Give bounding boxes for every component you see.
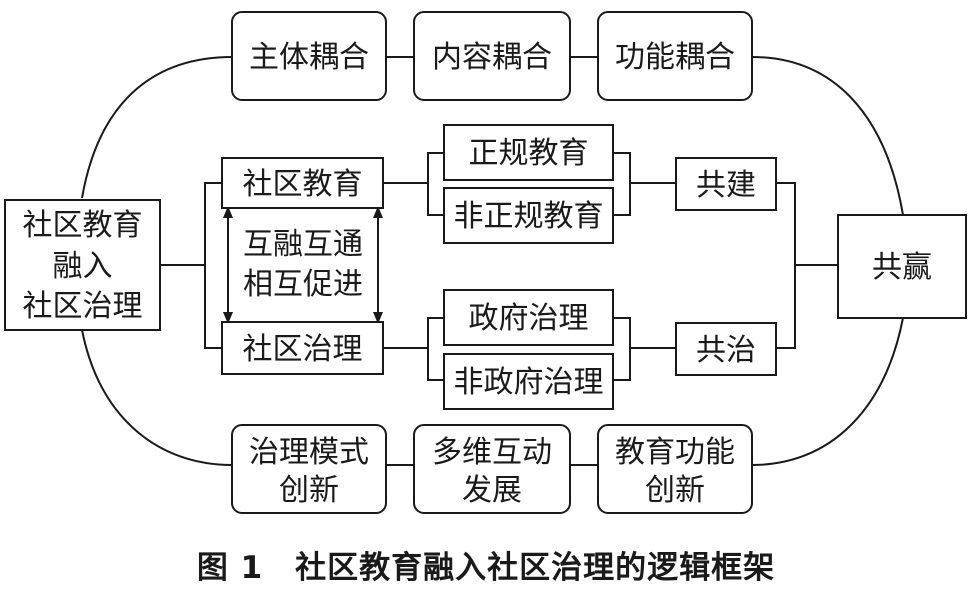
top-box-content-coupling xyxy=(413,11,571,101)
left-box-line3: 社区治理 xyxy=(23,289,143,324)
co-build-label: 共建 xyxy=(696,168,756,203)
formal-edu-box xyxy=(443,124,614,181)
left-bracket xyxy=(204,182,222,349)
mutual-text-line1: 互融互通 xyxy=(243,227,363,262)
top-box-2-label: 内容耦合 xyxy=(432,40,552,75)
co-govern-label: 共治 xyxy=(696,333,756,368)
edu-merge-bracket xyxy=(613,152,631,216)
co-build-box xyxy=(675,157,777,211)
bottom-box-1-line2: 创新 xyxy=(279,473,339,508)
bottom-box-1-line1: 治理模式 xyxy=(249,435,369,470)
bottom-box-2-line1: 多维互动 xyxy=(432,435,552,470)
win-win-label: 共赢 xyxy=(872,250,932,285)
figure-caption: 图 1 社区教育融入社区治理的逻辑框架 xyxy=(196,550,776,586)
left-box xyxy=(4,199,161,331)
bottom-box-multidimensional-interaction xyxy=(413,424,571,514)
nonformal-edu-box xyxy=(443,187,614,244)
edu-box xyxy=(221,157,384,209)
gov-box xyxy=(221,321,384,375)
top-box-subject-coupling xyxy=(231,11,387,101)
edu-box-label: 社区教育 xyxy=(243,167,363,202)
win-win-box xyxy=(837,214,967,319)
left-box-line2: 融入 xyxy=(53,249,113,284)
gov-split-bracket xyxy=(427,317,444,381)
gov-governance-box xyxy=(443,289,614,346)
top-box-1-label: 主体耦合 xyxy=(249,40,369,75)
co-govern-box xyxy=(675,322,777,376)
outer-loop-bottom xyxy=(81,329,233,466)
bottom-box-3-line2: 创新 xyxy=(645,473,705,508)
nonformal-edu-label: 非正规教育 xyxy=(454,199,604,234)
logic-framework-diagram: 社区教育 融入 社区治理 主体耦合 内容耦合 功能耦合 社区教育 社区治理 互融… xyxy=(4,11,967,514)
nongov-governance-box xyxy=(443,353,614,410)
nongov-governance-label: 非政府治理 xyxy=(454,365,604,400)
outer-loop-bottom-right xyxy=(751,317,904,466)
outer-loop-top-right xyxy=(751,56,904,216)
edu-split-bracket xyxy=(427,152,444,216)
top-box-function-coupling xyxy=(597,11,753,101)
formal-edu-label: 正规教育 xyxy=(469,136,589,171)
gov-merge-bracket xyxy=(613,317,631,381)
gov-governance-label: 政府治理 xyxy=(469,301,589,336)
bottom-box-3-line1: 教育功能 xyxy=(615,435,735,470)
top-box-3-label: 功能耦合 xyxy=(615,40,735,75)
outer-loop-top xyxy=(81,56,233,199)
bottom-box-governance-innovation xyxy=(231,424,387,514)
bottom-box-education-innovation xyxy=(597,424,753,514)
gov-box-label: 社区治理 xyxy=(243,332,363,367)
mutual-text-line2: 相互促进 xyxy=(243,267,363,302)
bottom-box-2-line2: 发展 xyxy=(462,473,522,508)
left-box-line1: 社区教育 xyxy=(23,208,143,243)
right-merge-bracket xyxy=(776,182,796,349)
